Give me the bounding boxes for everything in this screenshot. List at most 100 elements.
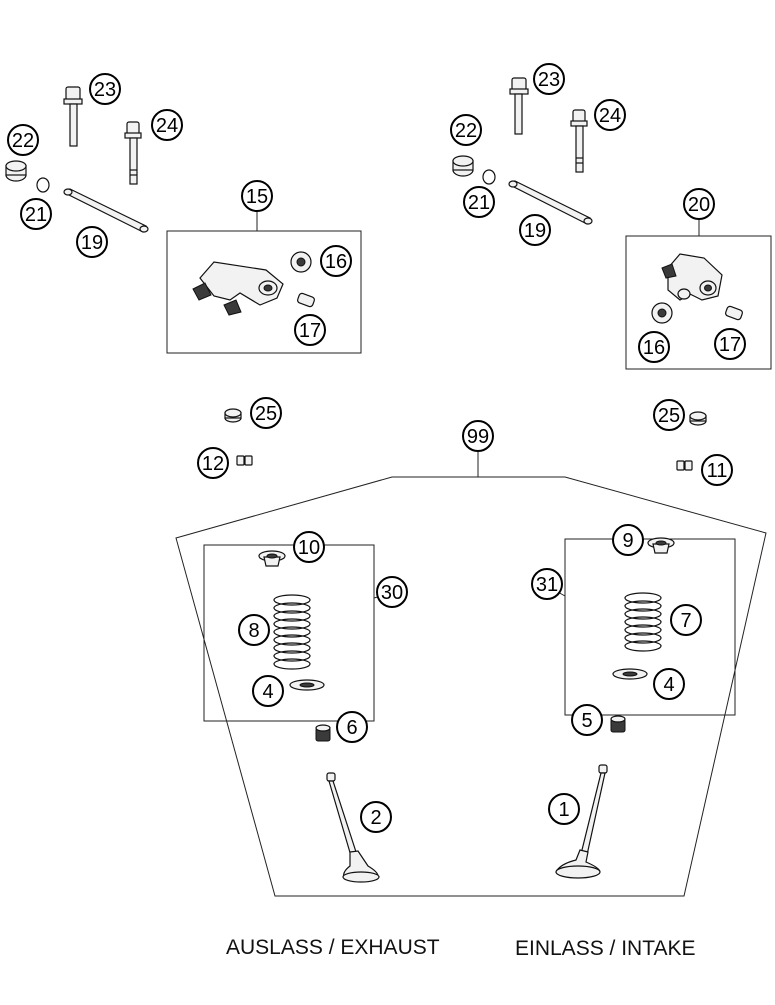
valve-spring-7 — [624, 592, 662, 652]
callout-12: 12 — [197, 447, 229, 479]
valve-stem-seal-5 — [610, 715, 626, 733]
spring-retainer-10 — [258, 550, 286, 567]
svg-text:23: 23 — [538, 69, 560, 91]
callout-8: 8 — [238, 614, 270, 646]
svg-text:6: 6 — [346, 717, 357, 739]
callout-2: 2 — [360, 801, 392, 833]
callout-15: 15 — [241, 180, 273, 212]
callout-16-right: 16 — [638, 331, 670, 363]
svg-text:9: 9 — [622, 530, 633, 552]
svg-text:23: 23 — [94, 79, 116, 101]
callout-9: 9 — [612, 524, 644, 556]
callout-22-left: 22 — [7, 124, 39, 156]
callout-6: 6 — [336, 711, 368, 743]
svg-text:19: 19 — [524, 220, 546, 242]
callout-1: 1 — [548, 793, 580, 825]
callout-24-right: 24 — [594, 99, 626, 131]
svg-text:10: 10 — [298, 537, 320, 559]
bolt-24-left — [124, 121, 142, 185]
svg-text:24: 24 — [599, 105, 621, 127]
callout-23-left: 23 — [89, 73, 121, 105]
callout-21-right: 21 — [463, 186, 495, 218]
o-ring-21-left — [36, 177, 50, 193]
svg-text:12: 12 — [202, 453, 224, 475]
intake-valve-1 — [555, 764, 608, 879]
callout-19-left: 19 — [76, 226, 108, 258]
rocker-arm-kit-box-exhaust — [166, 230, 362, 354]
callout-16-left: 16 — [320, 245, 352, 277]
rocker-arm-20 — [661, 253, 723, 301]
bolt-23-right — [509, 77, 529, 135]
svg-text:16: 16 — [325, 251, 347, 273]
svg-text:17: 17 — [719, 334, 741, 356]
bolt-23-left — [63, 86, 83, 147]
svg-text:1: 1 — [558, 799, 569, 821]
sleeve-17-right — [725, 305, 743, 321]
callout-4-right: 4 — [653, 668, 685, 700]
svg-text:8: 8 — [248, 620, 259, 642]
svg-text:4: 4 — [262, 681, 273, 703]
svg-text:19: 19 — [81, 232, 103, 254]
caption-exhaust: AUSLASS / EXHAUST — [226, 936, 440, 959]
spring-retainer-9 — [647, 537, 675, 554]
svg-text:4: 4 — [663, 674, 674, 696]
svg-text:15: 15 — [246, 186, 268, 208]
callout-7: 7 — [670, 604, 702, 636]
svg-text:16: 16 — [643, 337, 665, 359]
valve-stem-seal-6 — [315, 724, 331, 742]
svg-text:5: 5 — [581, 710, 592, 732]
callout-17-right: 17 — [714, 328, 746, 360]
callout-23-right: 23 — [533, 63, 565, 95]
valve-spring-kit-box-intake — [564, 538, 736, 716]
rocker-arm-15 — [192, 261, 284, 316]
svg-text:20: 20 — [688, 194, 710, 216]
svg-text:31: 31 — [536, 574, 558, 596]
callout-19-right: 19 — [519, 214, 551, 246]
o-ring-21-right — [482, 169, 496, 185]
callout-21-left: 21 — [20, 198, 52, 230]
shim-25-right — [689, 411, 707, 426]
bearing-16-left — [290, 251, 312, 273]
callout-10: 10 — [293, 531, 325, 563]
svg-text:21: 21 — [25, 204, 47, 226]
spring-seat-4-right — [612, 668, 648, 680]
valve-spring-kit-box-exhaust — [203, 544, 375, 722]
svg-text:25: 25 — [658, 405, 680, 427]
callout-4-left: 4 — [252, 675, 284, 707]
svg-text:17: 17 — [299, 320, 321, 342]
callout-22-right: 22 — [450, 114, 482, 146]
svg-text:25: 25 — [255, 403, 277, 425]
shim-25-left — [224, 408, 242, 423]
callout-25-left: 25 — [250, 397, 282, 429]
callout-31: 31 — [531, 568, 563, 600]
svg-text:22: 22 — [12, 130, 34, 152]
rocker-shaft-19-left — [63, 188, 149, 233]
valve-set-frame — [175, 476, 767, 897]
exhaust-valve-2 — [326, 772, 380, 883]
bolt-24-right — [570, 109, 588, 173]
callout-17-left: 17 — [294, 314, 326, 346]
spring-seat-4-left — [289, 679, 325, 691]
plug-22-left — [5, 160, 27, 182]
svg-text:2: 2 — [370, 807, 381, 829]
callout-5: 5 — [571, 704, 603, 736]
svg-text:30: 30 — [381, 582, 403, 604]
svg-text:99: 99 — [467, 426, 489, 448]
callout-24-left: 24 — [151, 109, 183, 141]
callout-20: 20 — [683, 188, 715, 220]
svg-text:24: 24 — [156, 115, 178, 137]
valve-keepers-12 — [236, 455, 253, 466]
plug-22-right — [452, 155, 474, 177]
callout-25-right: 25 — [653, 399, 685, 431]
callout-30: 30 — [376, 576, 408, 608]
valve-keepers-11 — [676, 460, 693, 471]
callout-11: 11 — [701, 454, 733, 486]
rocker-shaft-19-right — [508, 180, 593, 225]
valve-spring-8 — [273, 594, 311, 670]
callout-99: 99 — [462, 420, 494, 452]
svg-text:11: 11 — [707, 460, 728, 482]
sleeve-17-left — [297, 292, 315, 308]
svg-text:22: 22 — [455, 120, 477, 142]
svg-text:7: 7 — [680, 610, 691, 632]
